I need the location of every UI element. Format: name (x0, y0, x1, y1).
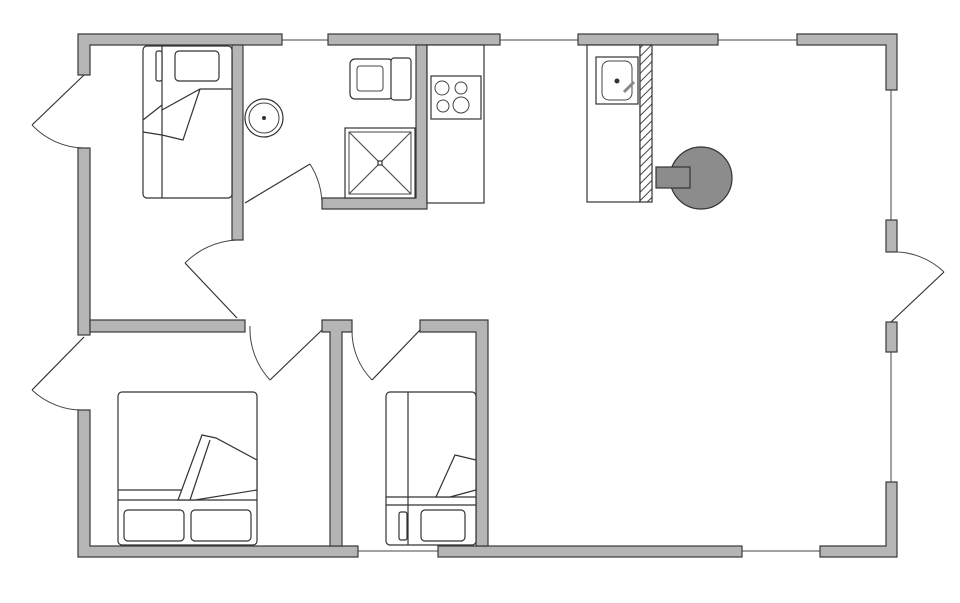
interior-walls (89, 44, 489, 547)
kitchen-sink-icon (595, 56, 639, 105)
toilet-icon (349, 57, 412, 101)
exterior-walls (77, 33, 898, 558)
bedroom-door-bunk[interactable] (351, 329, 421, 381)
doors (31, 74, 945, 411)
bunk-bed-icon (142, 45, 233, 199)
bedroom-door-top-left[interactable] (184, 239, 238, 319)
hatched-partition (639, 44, 653, 203)
bathroom-door[interactable] (244, 163, 323, 204)
entrance-door-right[interactable] (890, 251, 945, 323)
cooktop-icon (430, 75, 482, 120)
kitchen-counter (586, 44, 653, 203)
entrance-door-left-bottom[interactable] (31, 336, 85, 411)
double-bed-icon (117, 391, 258, 546)
bedroom-door-double[interactable] (249, 325, 323, 381)
shower-icon (344, 127, 416, 199)
entrance-door-left-top[interactable] (31, 74, 85, 149)
bunk-bed-icon (385, 391, 477, 546)
cooktop-counter (426, 44, 485, 204)
washbasin-icon (244, 98, 284, 138)
windows (282, 39, 892, 552)
wood-stove-icon (655, 146, 733, 210)
